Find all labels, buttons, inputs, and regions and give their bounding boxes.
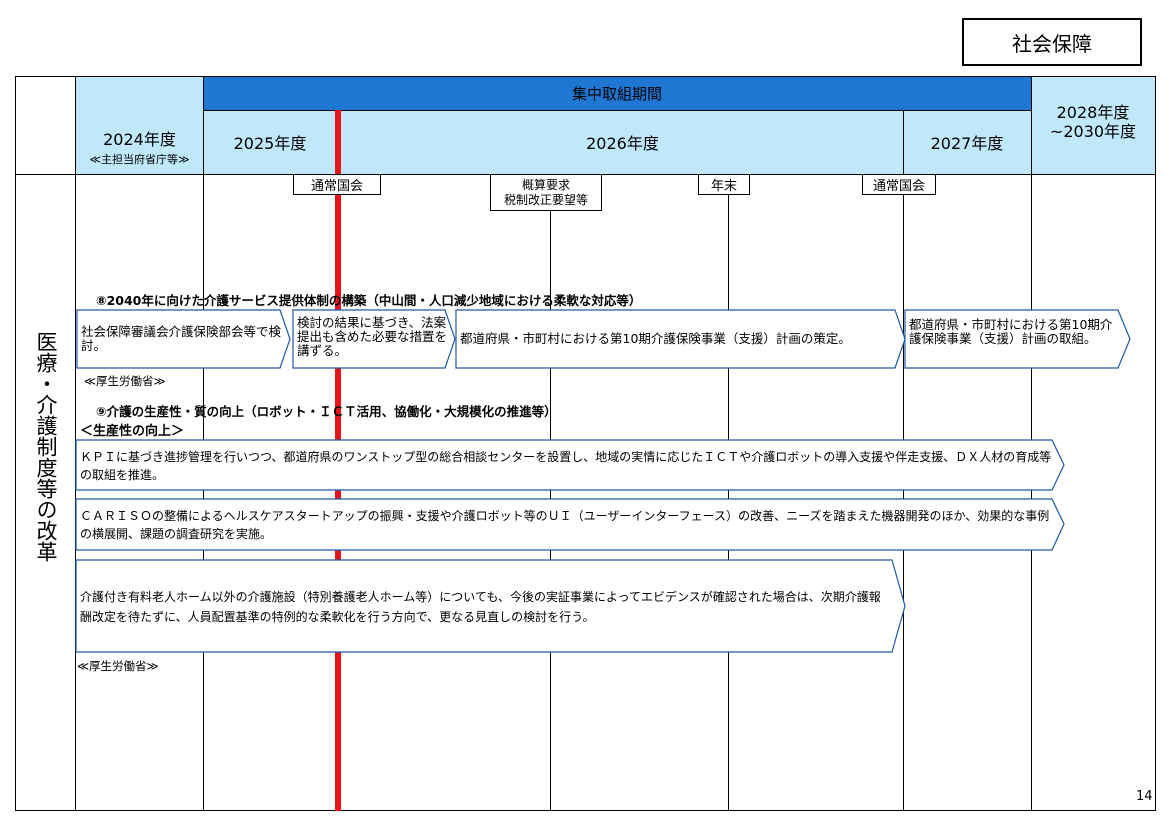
header-fy2024: 2024年度 ≪主担当府省庁等≫ [76,126,203,167]
fy2024-sublabel: ≪主担当府省庁等≫ [89,153,190,166]
milestone-ordinary-diet-1: 通常国会 [293,174,381,195]
fy2024-label: 2024年度 [103,130,176,149]
header-fy2027: 2027年度 [930,134,1004,153]
category-box: 社会保障 [962,18,1142,66]
milestone-line-year-end [728,174,729,811]
arrow-shape-8b [292,309,456,369]
milestone-budget-request: 概算要求 税制改正要望等 [490,174,602,211]
arrow-9b-text: ＣＡＲＩＳＯの整備によるヘルスケアスタートアップの振興・支援や介護ロボット等のＵ… [80,509,1050,541]
section9-ministry: ≪厚生労働省≫ [77,659,159,673]
fy2028-line1: 2028年度 [1056,103,1130,122]
arrow-shape-8a [76,309,291,369]
header-fy2028: 2028年度 ~2030年度 [1031,103,1155,141]
arrow-shape-9a [75,439,1065,491]
arrow-8a-text: 社会保障審議会介護保険部会等で検討。 [81,324,282,353]
page-number: 14 [1136,789,1153,804]
arrow-8d-text: 都道府県・市町村における第10期介護保険事業（支援）計画の取組。 [909,317,1113,346]
milestone-budget-line1: 概算要求 [521,177,570,192]
section9-subtitle: ＜生産性の向上＞ [80,424,185,439]
arrow-shape-9b [75,498,1065,551]
milestone-line-budget [550,174,551,811]
milestone-budget-line2: 税制改正要望等 [503,192,588,207]
header-fy2025: 2025年度 [233,134,307,153]
category-label: 社会保障 [1012,31,1092,56]
milestone-ordinary-diet-2: 通常国会 [862,174,936,195]
section9-title: ⑨介護の生産性・質の向上（ロボット・ＩＣＴ活用、協働化・大規模化の推進等） [96,404,557,419]
header-focus-period: 集中取組期間 [203,77,1031,110]
section8-ministry: ≪厚生労働省≫ [84,374,166,388]
arrow-9c-text: 介護付き有料老人ホーム以外の介護施設（特別養護老人ホーム等）についても、今後の実… [80,590,881,624]
schedule-table [15,76,1156,811]
header-fy2026: 2026年度 [586,134,659,153]
milestone-year-end: 年末 [698,174,750,195]
arrow-9a-text: ＫＰＩに基づき進捗管理を行いつつ、都道府県のワンストップ型の総合相談センターを設… [80,450,1052,482]
row-label: 医療・介護制度等の改革 [34,331,58,562]
arrow-shape-9c [75,559,906,653]
arrow-8c-text: 都道府県・市町村における第10期介護保険事業（支援）計画の策定。 [460,331,851,346]
arrow-shape-8d [904,309,1131,369]
header-years-row [203,110,1031,174]
section8-title: ⑧2040年に向けた介護サービス提供体制の構築（中山間・人口減少地域における柔軟… [96,293,642,308]
arrow-8b-text: 検討の結果に基づき、法案提出も含めた必要な措置を講ずる。 [297,315,448,358]
arrow-shape-8c [455,309,906,369]
header-fy2024-cell [76,77,203,174]
focus-period-label: 集中取組期間 [571,85,662,103]
grid-line-focus-bottom [203,110,1031,111]
header-fy2028-cell [1031,77,1155,174]
fy2028-line2: ~2030年度 [1049,122,1137,141]
